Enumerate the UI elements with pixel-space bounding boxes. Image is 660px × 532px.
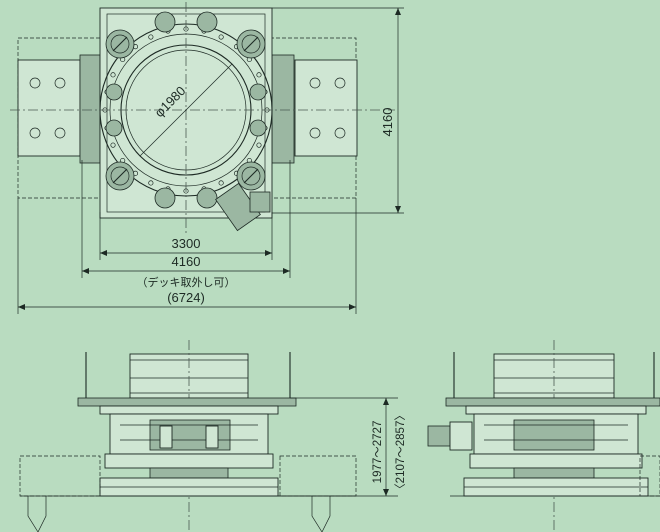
right-outrigger — [271, 54, 358, 164]
ring-bolt-hole — [148, 180, 154, 186]
height-range-alt-label: 〈2107～2857〉 — [394, 409, 407, 495]
ring-bolt-hole — [218, 34, 224, 40]
height-range-label: 1977～2727 — [372, 421, 384, 484]
corner-cylinders — [105, 11, 267, 209]
overall-width-dim: (6724) — [167, 290, 205, 305]
width-dim-4160: 4160 — [172, 254, 201, 269]
left-outrigger — [17, 54, 101, 164]
ring-bolt-hole — [256, 142, 262, 148]
top-view: φ1980 4160 3300 4160 （デッキ取外し可） (6724) — [10, 2, 404, 314]
motor-unit — [215, 182, 271, 232]
ring-bolt-hole — [256, 72, 262, 78]
height-dim-label: 4160 — [380, 108, 395, 137]
ring-bolt-hole — [110, 72, 116, 78]
ring-bolt-hole — [110, 142, 116, 148]
ring-bolt-hole — [148, 34, 154, 40]
side-view — [427, 340, 660, 530]
front-view: 1977～2727 〈2107～2857〉 — [19, 340, 407, 532]
width-dim-3300: 3300 — [172, 236, 201, 251]
ring-bolt-hole — [218, 180, 224, 186]
deck-removable-note: （デッキ取外し可） — [137, 275, 236, 289]
